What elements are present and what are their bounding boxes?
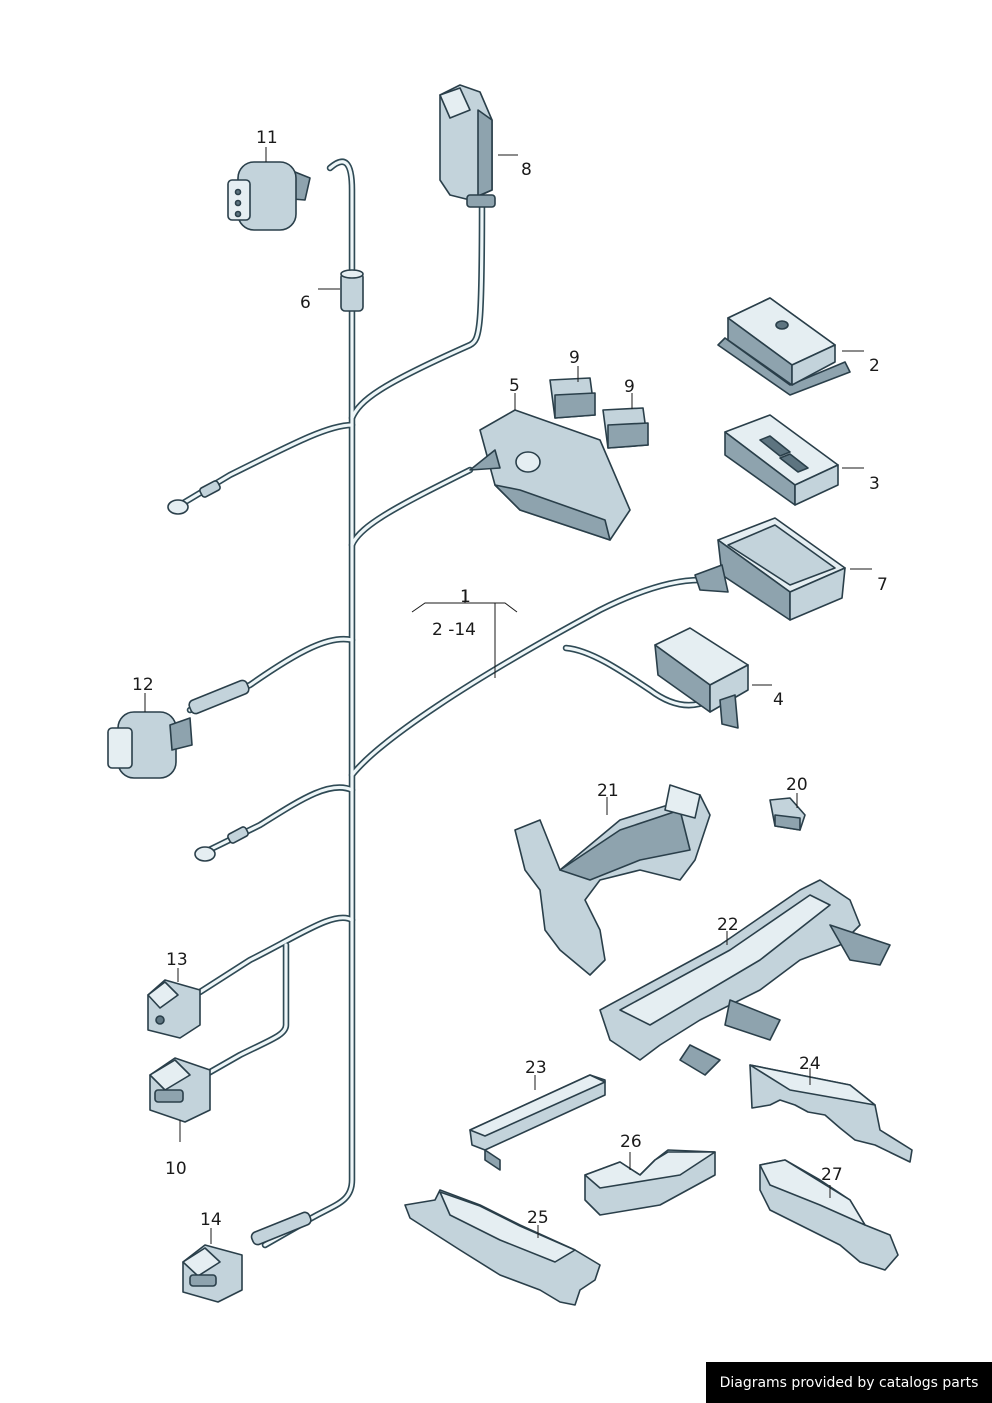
bracket-21 [514,784,711,976]
connector-13 [147,979,201,1039]
connector-9-right [602,407,649,449]
callout-4: 4 [773,690,784,710]
connector-11 [227,161,311,231]
tray-box-7 [694,517,846,621]
rail-23 [469,1074,606,1171]
module-housing-5 [469,409,631,541]
callout-6: 6 [300,293,311,313]
callout-21: 21 [597,781,619,801]
connector-9-left [549,377,596,419]
clip-20 [769,797,806,831]
foam-block-24 [749,1064,913,1163]
callout-23: 23 [525,1058,547,1078]
connector-12 [107,679,250,779]
connector-8 [439,84,496,208]
callout-7: 7 [877,575,888,595]
bracket-22 [599,879,891,1076]
callout-10: 10 [165,1159,187,1179]
callout-26: 26 [620,1132,642,1152]
callout-1: 1 [460,587,471,607]
callout-20: 20 [786,775,808,795]
callout-22: 22 [717,915,739,935]
callout-13: 13 [166,950,188,970]
callout-3: 3 [869,474,880,494]
connector-14 [182,1211,312,1303]
wiring-harness [176,158,714,1249]
foam-block-25 [404,1189,601,1306]
callout-1-range: 2 -14 [432,620,476,640]
callout-24: 24 [799,1054,821,1074]
foam-block-26 [584,1149,716,1216]
callout-9-left: 9 [569,348,580,368]
sleeve-6 [340,269,364,312]
callout-12: 12 [132,675,154,695]
callout-27: 27 [821,1165,843,1185]
callout-25: 25 [527,1208,549,1228]
fuse-holder-3 [724,414,839,506]
relay-box-4 [654,627,749,729]
leader-lines [144,147,872,1244]
foam-block-27 [759,1159,899,1271]
callout-9-right: 9 [624,377,635,397]
callout-5: 5 [509,376,520,396]
ring-terminal-upper [167,480,221,515]
connector-10 [149,1057,211,1123]
box-cover-2 [717,297,851,396]
callout-11: 11 [256,128,278,148]
callout-2: 2 [869,356,880,376]
callout-labels: 1 2 -14 2 3 4 5 6 7 8 9 9 10 11 12 13 14… [132,128,888,1230]
ring-terminal-lower [194,826,249,862]
callout-8: 8 [521,160,532,180]
callout-14: 14 [200,1210,222,1230]
credit-banner: Diagrams provided by catalogs parts [706,1362,992,1403]
